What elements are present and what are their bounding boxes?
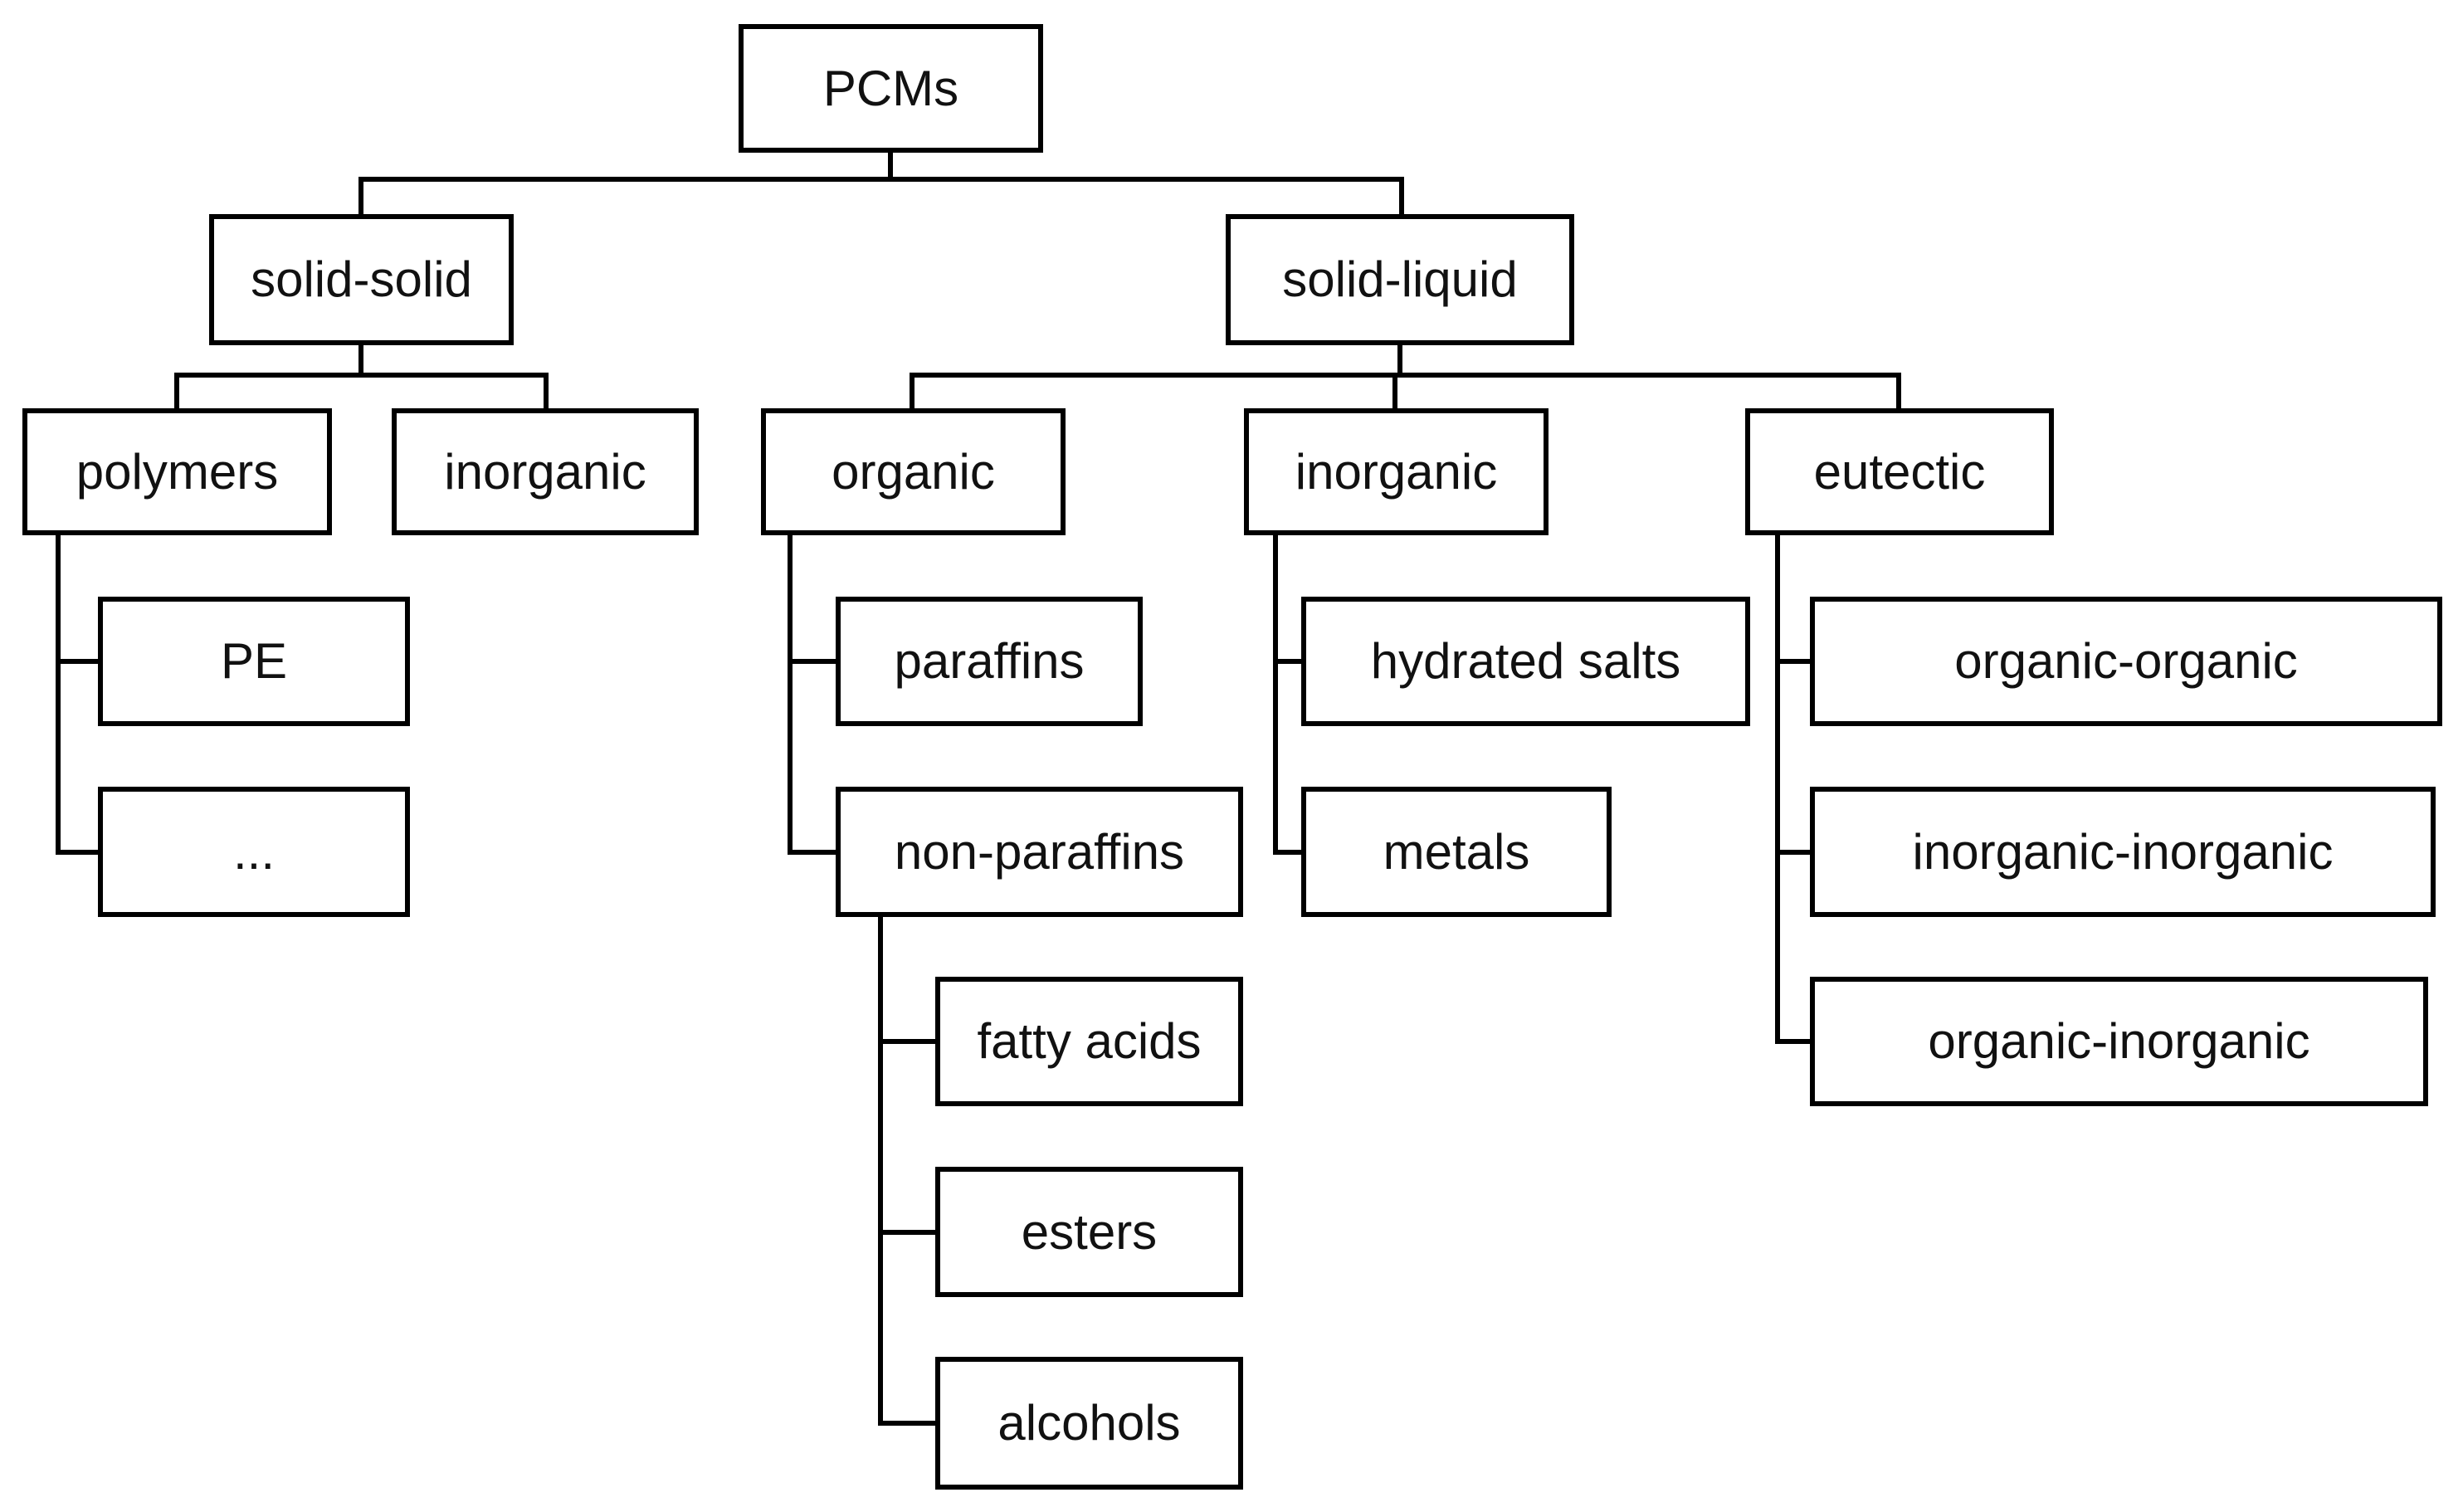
connector-polymers <box>56 531 103 855</box>
node-metals-label: metals <box>1383 823 1530 880</box>
node-eutectic-label: eutectic <box>1813 443 1986 500</box>
node-organic-organic-label: organic-organic <box>1954 633 2298 689</box>
connector-organic <box>788 531 841 855</box>
node-organic-organic: organic-organic <box>1810 597 2442 726</box>
node-pe-label: PE <box>220 633 288 689</box>
connector-non-paraffins <box>878 915 940 1426</box>
connector-solid-liquid <box>910 341 1901 411</box>
connector-inorganic-sl <box>1273 531 1306 855</box>
node-hydrated-salts-label: hydrated salts <box>1370 633 1681 689</box>
node-fatty-acids: fatty acids <box>935 977 1243 1106</box>
connector-root <box>358 149 1404 217</box>
node-inorganic-inorganic-label: inorganic-inorganic <box>1912 823 2334 880</box>
node-alcohols-label: alcohols <box>997 1395 1181 1451</box>
node-solid-solid: solid-solid <box>209 214 514 345</box>
node-solid-solid-label: solid-solid <box>251 251 472 307</box>
node-esters: esters <box>935 1167 1243 1297</box>
node-eutectic: eutectic <box>1745 408 2054 535</box>
node-organic-inorganic-label: organic-inorganic <box>1928 1013 2310 1069</box>
node-paraffins: paraffins <box>836 597 1143 726</box>
node-hydrated-salts: hydrated salts <box>1301 597 1750 726</box>
connector-solid-solid <box>174 341 549 411</box>
node-sl-inorganic: inorganic <box>1244 408 1549 535</box>
node-alcohols: alcohols <box>935 1357 1243 1490</box>
node-ss-inorganic: inorganic <box>392 408 699 535</box>
node-non-paraffins: non-paraffins <box>836 787 1243 917</box>
node-ellipsis: ... <box>98 787 410 917</box>
node-ellipsis-label: ... <box>232 823 275 880</box>
node-pcms-label: PCMs <box>822 60 959 116</box>
node-polymers: polymers <box>22 408 332 535</box>
node-fatty-acids-label: fatty acids <box>977 1013 1202 1069</box>
node-solid-liquid: solid-liquid <box>1226 214 1574 345</box>
node-pe: PE <box>98 597 410 726</box>
node-organic-label: organic <box>832 443 995 500</box>
node-ss-inorganic-label: inorganic <box>444 443 646 500</box>
connector-eutectic <box>1775 531 1815 1044</box>
node-solid-liquid-label: solid-liquid <box>1282 251 1518 307</box>
node-sl-inorganic-label: inorganic <box>1295 443 1498 500</box>
node-organic: organic <box>761 408 1066 535</box>
node-esters-label: esters <box>1021 1203 1158 1260</box>
node-inorganic-inorganic: inorganic-inorganic <box>1810 787 2436 917</box>
node-organic-inorganic: organic-inorganic <box>1810 977 2428 1106</box>
node-paraffins-label: paraffins <box>894 633 1085 689</box>
node-polymers-label: polymers <box>76 443 279 500</box>
node-pcms: PCMs <box>739 24 1043 153</box>
node-non-paraffins-label: non-paraffins <box>894 823 1185 880</box>
node-metals: metals <box>1301 787 1612 917</box>
